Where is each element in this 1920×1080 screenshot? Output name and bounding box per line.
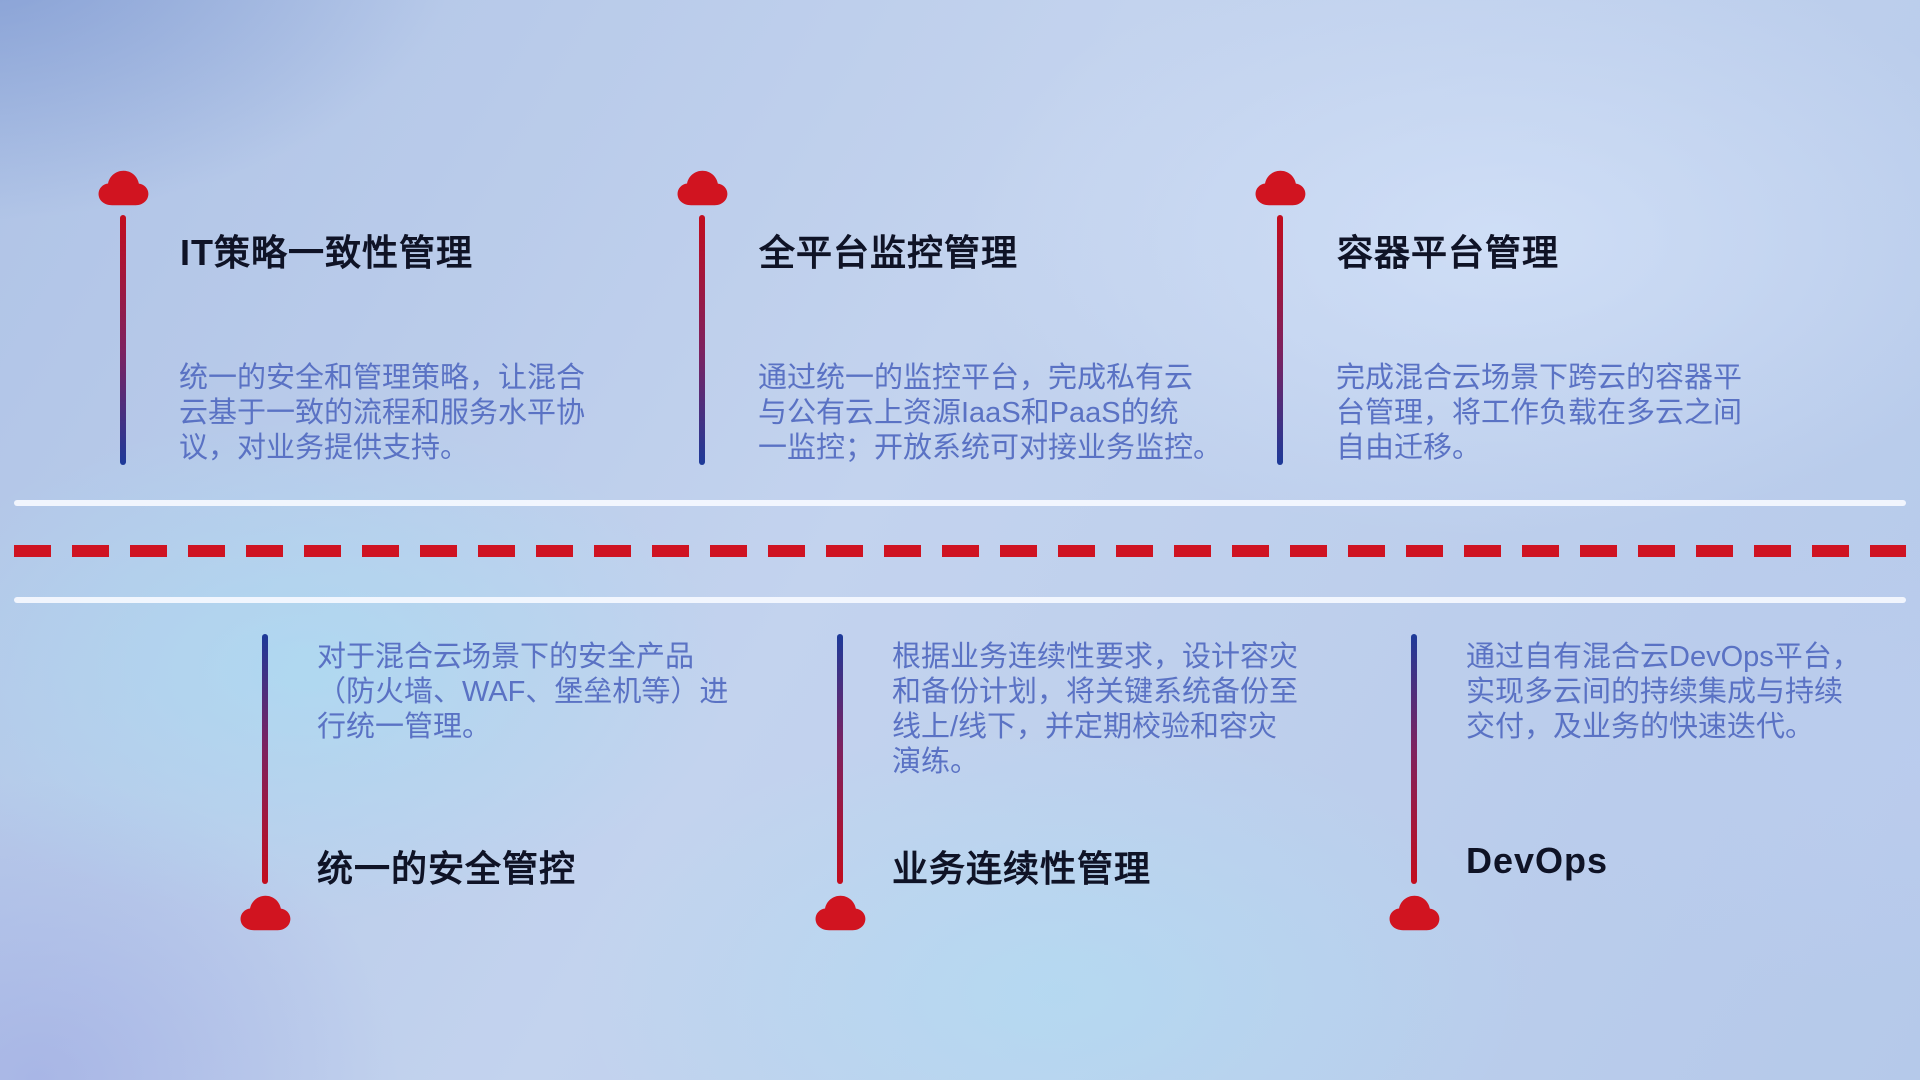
capability-description: 通过统一的监控平台，完成私有云 与公有云上资源IaaS和PaaS的统 一监控；开… [758,362,1223,464]
capability-description: 根据业务连续性要求，设计容灾 和备份计划，将关键系统备份至 线上/线下，并定期校… [892,641,1299,778]
cloud-icon [811,892,869,934]
connector-line [262,634,268,884]
cloud-icon [673,167,731,209]
capability-description: 对于混合云场景下的安全产品 （防火墙、WAF、堡垒机等）进 行统一管理。 [317,641,729,743]
cloud-icon [94,167,152,209]
timeline-solid-line-bottom [14,597,1906,603]
capability-description: 通过自有混合云DevOps平台， 实现多云间的持续集成与持续 交付，及业务的快速… [1466,641,1861,743]
capability-title: 业务连续性管理 [892,848,1152,889]
cloud-icon [1385,892,1443,934]
timeline-solid-line-top [14,500,1906,506]
capability-title: DevOps [1466,840,1609,881]
cloud-icon [1251,167,1309,209]
capability-title: IT策略一致性管理 [180,232,473,273]
cloud-icon [236,892,294,934]
capability-description: 完成混合云场景下跨云的容器平 台管理，将工作负载在多云之间 自由迁移。 [1336,362,1743,464]
connector-line [699,215,705,465]
capability-title: 统一的安全管控 [317,848,577,889]
capability-description: 统一的安全和管理策略，让混合 云基于一致的流程和服务水平协 议，对业务提供支持。 [179,362,586,464]
connector-line [1277,215,1283,465]
connector-line [120,215,126,465]
capability-title: 容器平台管理 [1337,232,1560,273]
connector-line [837,634,843,884]
capability-title: 全平台监控管理 [759,232,1019,273]
connector-line [1411,634,1417,884]
timeline-dashed-line [14,545,1906,557]
